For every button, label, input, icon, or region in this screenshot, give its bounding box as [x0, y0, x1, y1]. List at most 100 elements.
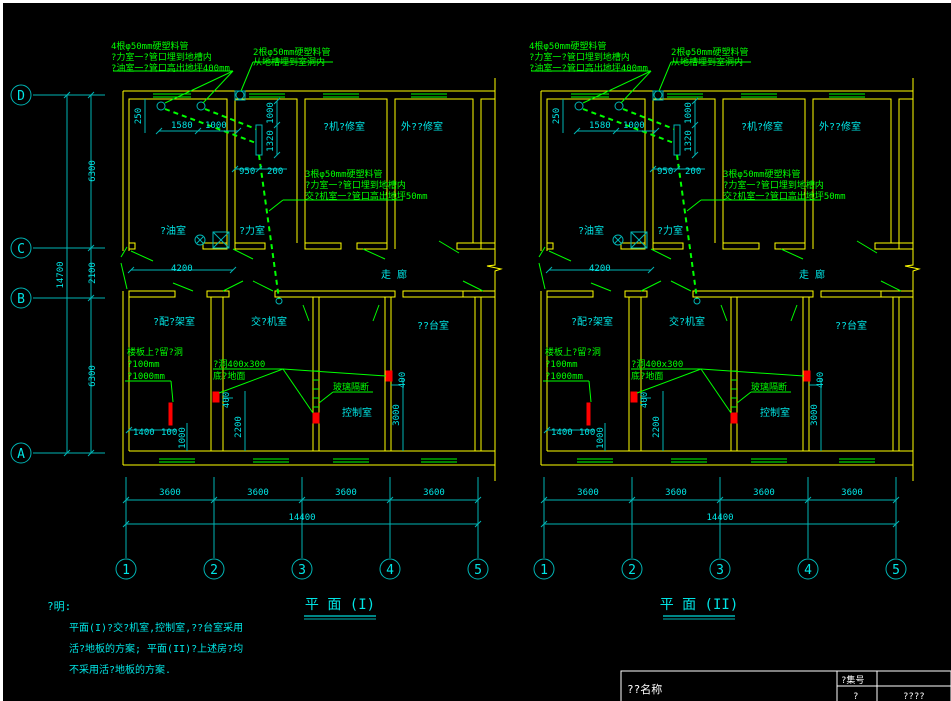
annotation-text: ?1000mm	[545, 372, 583, 382]
axis-bubble-1	[115, 558, 137, 580]
leader-line	[582, 70, 652, 104]
annotation-text: 4根φ50mm硬塑料管	[111, 40, 189, 52]
pipe-dashed	[582, 108, 675, 144]
door-swing	[372, 304, 380, 322]
dim-text: 2200	[234, 416, 244, 438]
corridor-wall-segment	[128, 290, 176, 298]
door-swing	[670, 280, 692, 292]
annotation-text: ?力室一?管口埋到地槽内	[111, 51, 212, 63]
dim-text: 14700	[56, 261, 66, 288]
annotation-text: ?100mm	[127, 360, 160, 370]
axis-bubble-3	[291, 558, 313, 580]
axis-bubble-B	[10, 287, 32, 309]
room-label: ?配?架室	[153, 315, 195, 328]
axis-label: 1	[540, 563, 548, 578]
dim-tick	[540, 496, 548, 504]
door-swing	[650, 248, 672, 260]
notes-heading: ?明:	[47, 600, 71, 613]
dim-text: 3600	[577, 488, 599, 498]
leader-line	[164, 70, 234, 104]
dim-text: 3600	[753, 488, 775, 498]
annotation-text: 从地槽埋到室洞内	[671, 56, 743, 68]
annotation-text: 交?机室一?管口高出地坪50mm	[305, 190, 428, 202]
dim-tick	[474, 520, 482, 528]
leader-line	[170, 380, 174, 403]
pipe-circle	[653, 90, 663, 100]
pipe-circle	[275, 297, 283, 305]
door-swing	[120, 246, 128, 258]
corridor-wall-segment	[652, 242, 684, 250]
dim-text: 3600	[159, 488, 181, 498]
dim-tick	[673, 165, 681, 173]
dim-tick	[652, 127, 660, 135]
pipe-dashed	[164, 108, 257, 144]
sheet-number-label: ?集号	[841, 674, 864, 686]
dim-text: 1000	[623, 121, 645, 131]
dim-text: 4200	[171, 264, 193, 274]
dim-tick	[122, 520, 130, 528]
break-line	[904, 78, 921, 481]
annotation-text: 玻璃隔断	[333, 381, 369, 393]
annotation-text: 2根φ50mm硬塑料管	[671, 46, 749, 58]
door-swing	[780, 248, 804, 260]
annotation-text: 底?地面	[213, 370, 245, 382]
corridor-wall-segment	[456, 242, 496, 250]
dim-text: 400	[222, 392, 232, 408]
pipe-dashed	[204, 108, 257, 130]
dim-tick	[612, 127, 620, 135]
door-swing	[438, 240, 460, 254]
leader-line	[240, 61, 254, 92]
leader-line	[318, 391, 334, 404]
annotation-text: 楼板上?留?洞	[127, 346, 183, 358]
dim-text: 3600	[423, 488, 445, 498]
dim-tick	[691, 97, 699, 105]
door-swing	[120, 262, 128, 290]
dim-tick	[122, 496, 130, 504]
leader-line	[202, 70, 234, 104]
door-swing	[222, 280, 244, 292]
corridor-wall-segment	[692, 290, 814, 298]
axis-bubble-4	[379, 558, 401, 580]
room-wall	[722, 98, 806, 249]
dim-tick	[649, 165, 657, 173]
axis-label: B	[17, 292, 25, 307]
leader-line	[282, 368, 314, 414]
dim-tick	[87, 91, 95, 99]
room-label: ?力室	[239, 224, 265, 237]
corridor-wall-segment	[402, 290, 464, 298]
exhaust-fan-icon	[194, 234, 206, 246]
dim-text: 1000	[684, 102, 694, 124]
pipe-circle	[156, 101, 166, 111]
drawing-name-label: ??名称	[627, 682, 662, 696]
pipe-circle	[614, 101, 624, 111]
icon-stroke	[196, 236, 204, 244]
door-swing	[538, 262, 546, 290]
annotation-text: ?力室一?管口埋到地槽内	[529, 51, 630, 63]
leader-line	[282, 368, 387, 377]
axis-bubble-5	[885, 558, 907, 580]
room-label: 控制室	[760, 406, 790, 419]
dim-tick	[255, 165, 263, 173]
dim-text: 250	[552, 108, 562, 124]
icon-stroke	[614, 236, 622, 244]
dim-tick	[229, 266, 237, 274]
dim-tick	[540, 520, 548, 528]
dim-text: 400	[816, 372, 826, 388]
axis-label: 3	[716, 563, 724, 578]
dim-text: 100	[579, 428, 595, 438]
door-swing	[130, 250, 154, 262]
room-label: ?油室	[578, 224, 604, 237]
dim-text: 1000	[205, 121, 227, 131]
annotation-text: ?1000mm	[127, 372, 165, 382]
dim-tick	[87, 294, 95, 302]
corridor-wall-segment	[624, 290, 648, 298]
notes-line: 活?地板的方案; 平面(II)?上述房?均	[69, 642, 243, 655]
door-swing	[720, 304, 728, 322]
pipe-circle	[574, 101, 584, 111]
annotation-text: 玻璃隔断	[751, 381, 787, 393]
annotation-text: ?油室一?管口高出地坪400mm	[529, 62, 648, 74]
annotation-text: ?洞400x300	[213, 359, 265, 370]
axis-label: 5	[892, 563, 900, 578]
